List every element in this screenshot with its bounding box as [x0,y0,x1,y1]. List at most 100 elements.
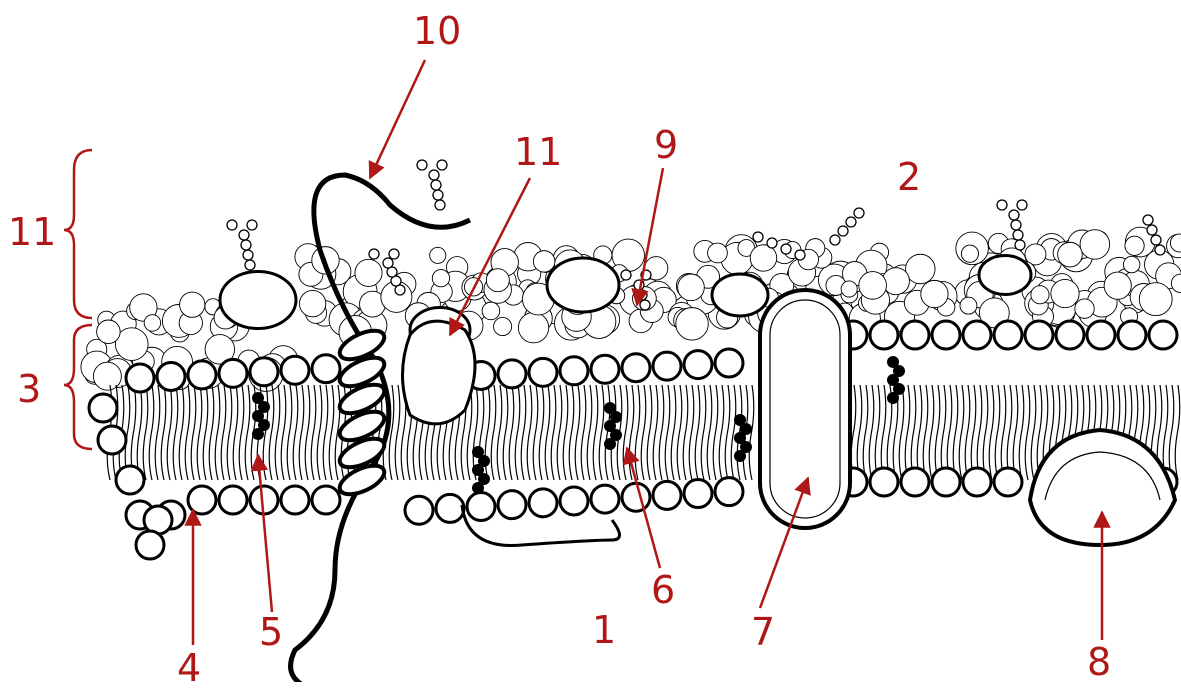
label-6: 6 [651,571,675,609]
lipid-tail [983,385,988,480]
sugar-bead [241,240,251,250]
lipid-tail [695,385,700,480]
lipid-tail [1169,385,1174,480]
lipid-tail [701,385,706,480]
lipid-tail [941,385,946,480]
sugar-bead [389,249,399,259]
phospholipid-head [188,361,216,389]
surface-protein-dome [979,256,1031,295]
glycocalyx-bead [97,320,121,344]
lipid-tail [263,385,268,480]
sugar-bead [830,235,840,245]
phospholipid-head [591,485,619,513]
lipid-tail [965,385,970,480]
label-3: 3 [17,370,41,408]
sugar-bead [838,226,848,236]
label-4: 4 [177,649,201,687]
phospholipid-head [157,362,185,390]
cholesterol-bead [734,450,746,462]
phospholipid-head [901,321,929,349]
phospholipid-head [281,486,309,514]
lipid-tail [287,385,292,480]
lipid-tail [227,385,232,480]
phospholipid-head [529,358,557,386]
lipid-tail [959,385,964,480]
glycocalyx-bead [1104,272,1131,299]
surface-protein-dome [712,274,768,316]
glycocalyx-bead [93,362,121,390]
glycocalyx-bead [494,317,512,335]
arrow-5 [258,455,272,612]
lipid-tail [707,385,712,480]
lipid-tail [521,385,526,480]
sugar-bead [1151,235,1161,245]
lipid-tail [731,385,736,480]
sugar-bead [245,260,255,270]
lipid-tail [503,385,508,480]
phospholipid-head [715,478,743,506]
phospholipid-head [560,357,588,385]
phospholipid-head [312,355,340,383]
glycocalyx-bead [841,281,857,297]
lipid-tail [197,385,202,480]
lipid-tail [917,385,922,480]
lipid-tail [905,385,910,480]
phospholipid-head [994,468,1022,496]
label-8: 8 [1087,643,1111,681]
glycocalyx-bead [299,290,325,316]
lipid-tail [1175,385,1180,480]
lipid-tail [509,385,514,480]
lipid-tail [533,385,538,480]
lipid-tail [173,385,178,480]
lipid-tail [179,385,184,480]
lipid-tail [1001,385,1006,480]
glycocalyx-bead [906,254,936,284]
phospholipid-head [116,466,144,494]
lipid-tail [323,385,328,480]
phospholipid-head [932,468,960,496]
surface-protein-dome [547,258,619,312]
lipid-tail [947,385,952,480]
glycocalyx-bead [1031,286,1049,304]
lipid-tail [875,385,880,480]
phospholipid-head [684,351,712,379]
lipid-tail [497,385,502,480]
phospholipid-head [219,486,247,514]
surface-protein-dome [220,272,296,329]
lipid-tail [395,385,400,480]
sugar-bead [1011,220,1021,230]
lipid-tail [623,385,628,480]
glycocalyx-bead [1123,256,1140,273]
lipid-tail [599,385,604,480]
cholesterol-bead [472,482,484,494]
lipid-tail [671,385,676,480]
lipid-tail [653,385,658,480]
sugar-bead [1015,240,1025,250]
phospholipid-head [126,364,154,392]
phospholipid-head [653,352,681,380]
glycocalyx-bead [180,292,205,317]
brace-bilayer [64,325,92,449]
sugar-bead [1013,230,1023,240]
lipid-tail [185,385,190,480]
label-1: 1 [592,611,616,649]
sugar-bead [435,200,445,210]
phospholipid-head [560,487,588,515]
phospholipid-head [188,486,216,514]
glycocalyx-bead [676,308,708,340]
label-2: 2 [897,158,921,196]
lipid-tail [683,385,688,480]
lipid-tail [665,385,670,480]
lipid-tail [233,385,238,480]
phospholipid-head [715,349,743,377]
lipid-tail [569,385,574,480]
lipid-tail [167,385,172,480]
lipid-tail [1031,385,1036,480]
lipid-tail [269,385,274,480]
phospholipid-head [622,354,650,382]
phospholipid-head [498,491,526,519]
lipid-tail [1007,385,1012,480]
phospholipid-head [312,486,340,514]
glycocalyx-bead [1125,236,1144,255]
